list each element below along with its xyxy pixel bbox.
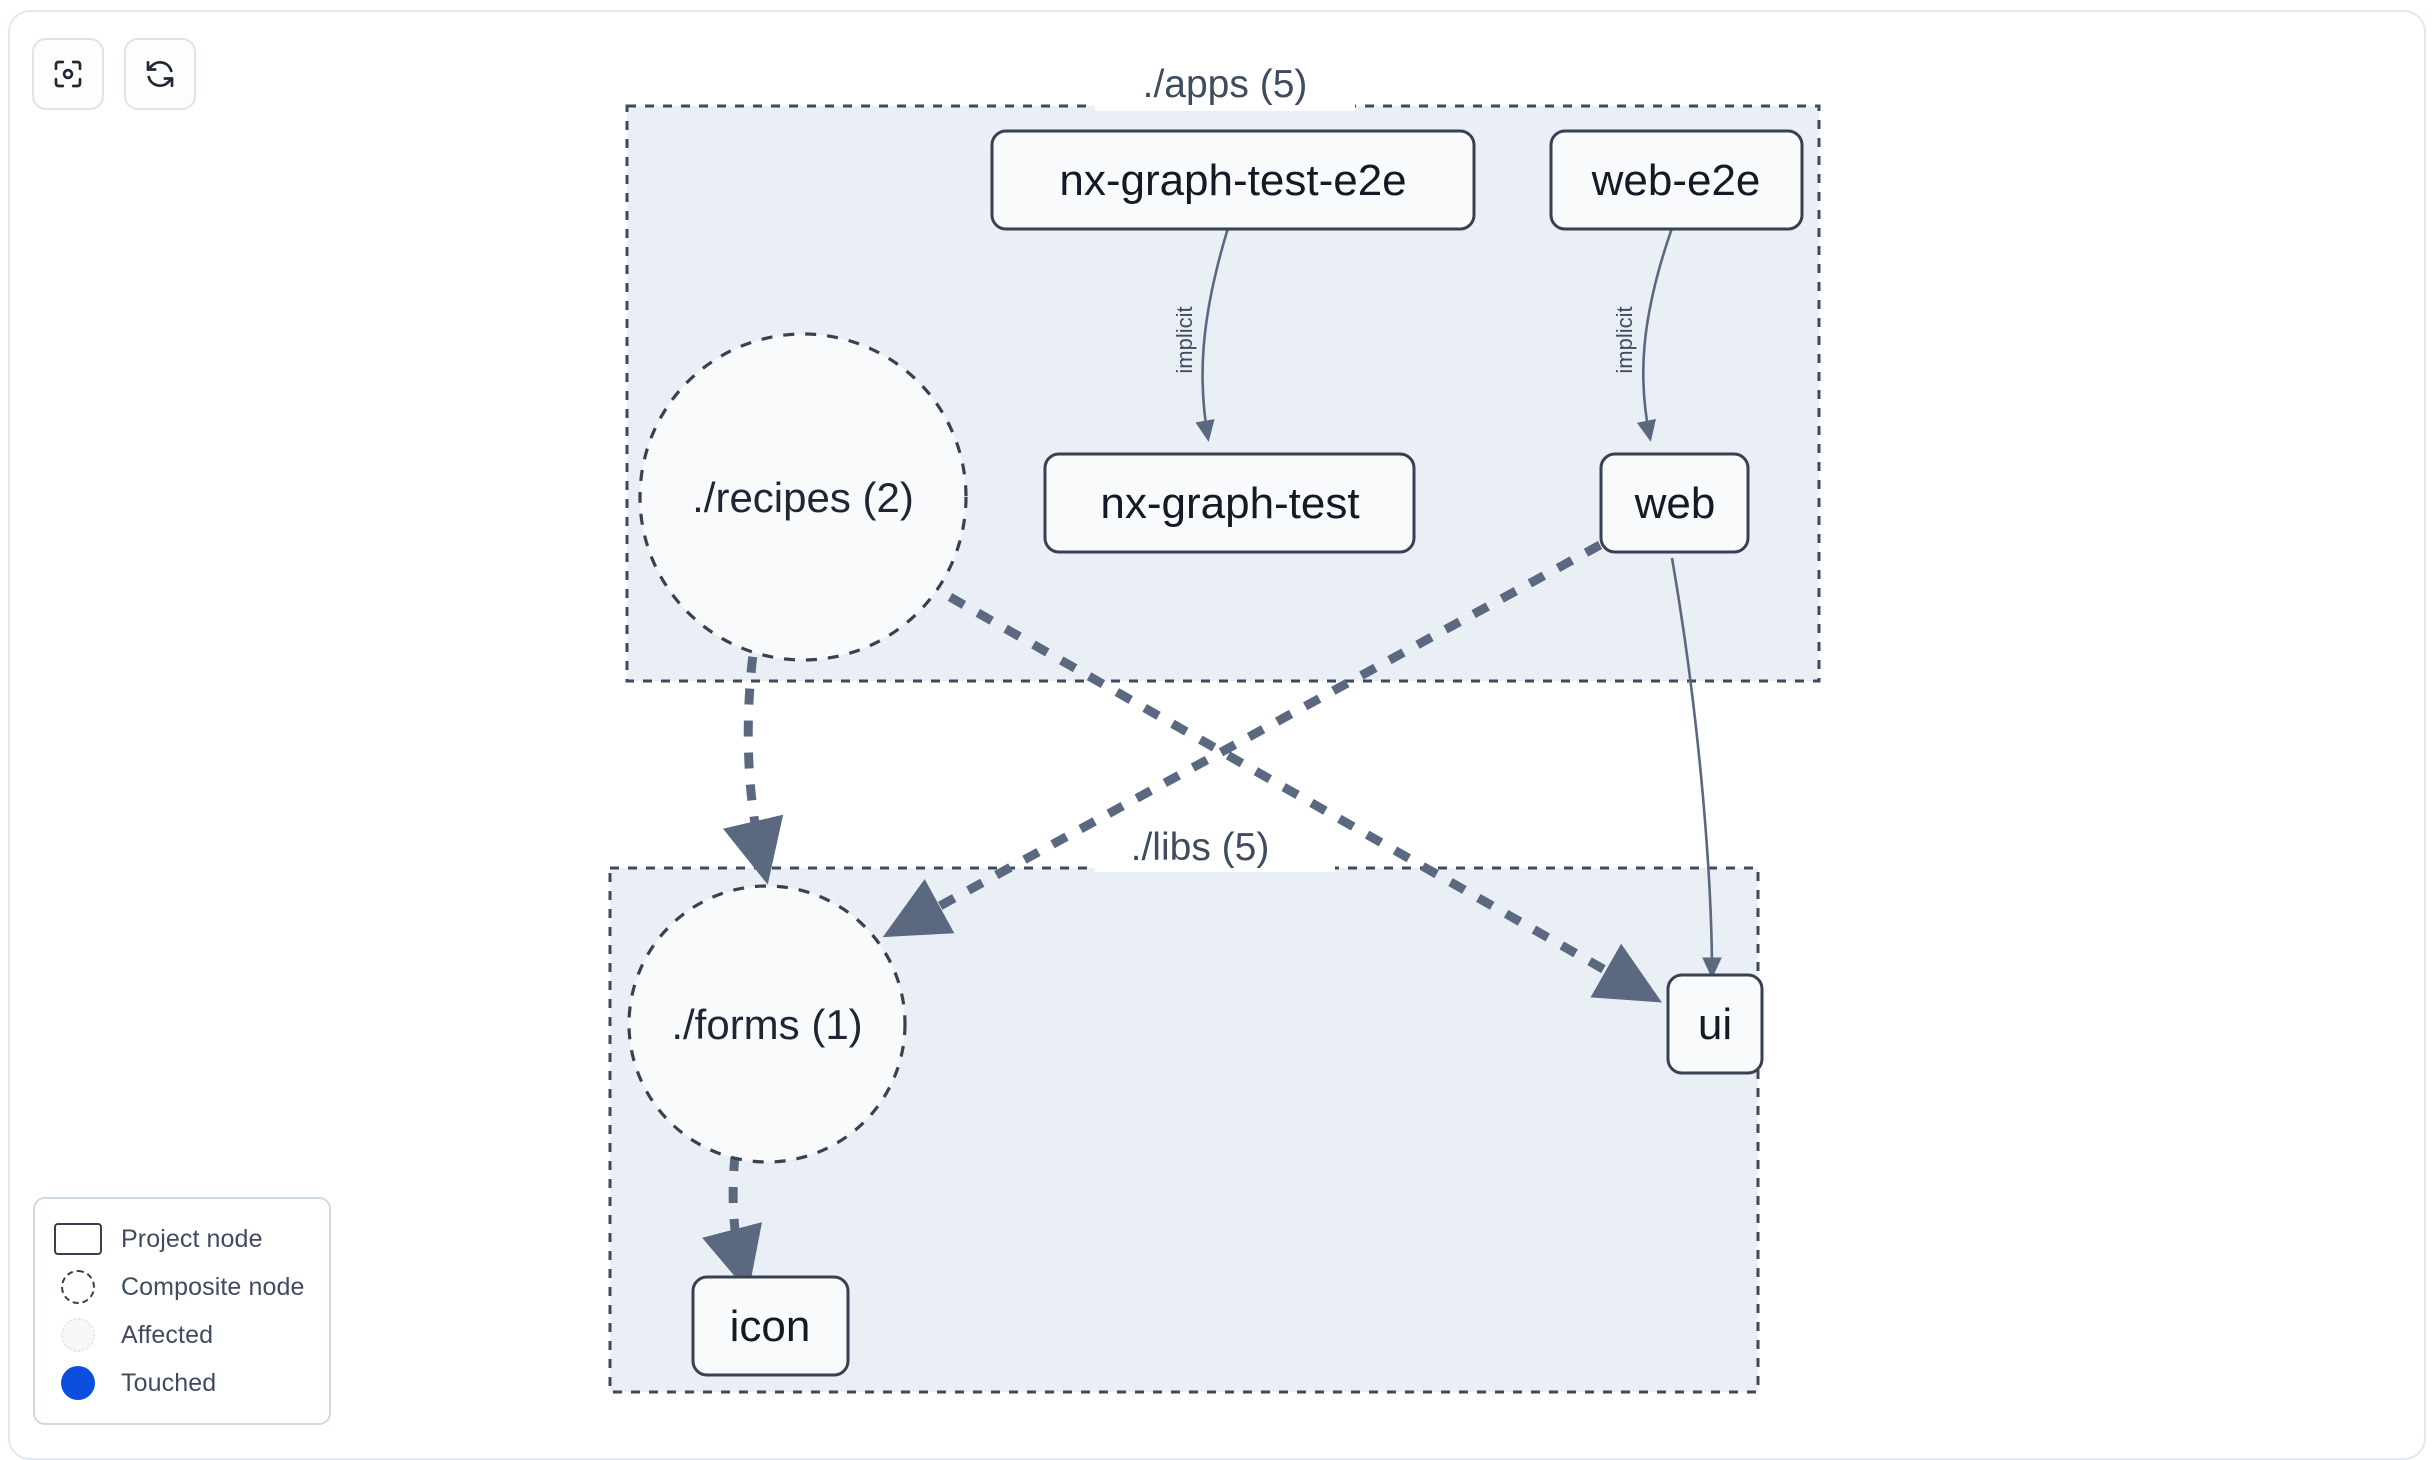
composite-node-circle[interactable] [638,332,968,662]
edge-nx-graph-test-e2e-to-nx-graph-test[interactable]: implicit [1172,227,1230,442]
legend-item-project-node: Project node [53,1215,311,1263]
refresh-graph-button[interactable] [124,38,196,110]
graph-toolbar [32,38,196,110]
project-node-label: nx-graph-test-e2e [1059,156,1406,205]
project-node-box[interactable] [990,129,1476,231]
legend-label: Touched [121,1368,217,1397]
focus-graph-button[interactable] [32,38,104,110]
group-apps-label-bg [1095,55,1355,111]
edge-web-to-ui[interactable] [1670,557,1722,979]
project-node-label: ui [1698,1000,1732,1049]
edge-path [702,1154,763,1293]
edge-path [1636,227,1674,442]
project-node-box[interactable] [691,1275,850,1377]
refresh-icon [142,56,178,92]
group-libs-label: ./libs (5) [1131,826,1270,869]
composite-node-circle[interactable] [627,884,907,1164]
focus-target-icon [50,56,86,92]
edge-recipes-to-ui[interactable] [947,593,1662,1003]
edge-path [1670,557,1722,979]
composite-node-forms[interactable]: ./forms (1) [627,884,907,1164]
edge-web-to-forms[interactable] [882,541,1603,938]
legend-label: Affected [121,1320,214,1349]
project-node-web[interactable]: web [1599,452,1750,554]
project-node-nx-graph-test[interactable]: nx-graph-test [1043,452,1416,554]
group-libs-label-bg [1095,818,1335,872]
composite-node-swatch [53,1270,103,1304]
composite-node-label: ./recipes (2) [692,474,914,521]
edge-forms-to-icon[interactable] [702,1154,763,1293]
edge-path [882,541,1603,938]
project-node-label: web [1634,479,1716,528]
edge-label-implicit-2: implicit [1612,306,1637,373]
project-node-label: web-e2e [1591,156,1761,205]
edge-recipes-to-forms[interactable] [722,624,784,885]
graph-edges: implicit implicit [702,227,1722,1293]
project-node-box[interactable] [1599,452,1750,554]
composite-node-label: ./forms (1) [671,1001,862,1048]
project-node-web-e2e[interactable]: web-e2e [1549,129,1804,231]
legend-label: Project node [121,1224,263,1253]
touched-node-swatch [53,1366,103,1400]
legend-item-composite-node: Composite node [53,1263,311,1311]
project-node-ui[interactable]: ui [1666,973,1764,1075]
project-node-swatch [53,1222,103,1256]
group-apps-label: ./apps (5) [1143,63,1308,106]
edge-path [1195,227,1230,442]
edge-path [722,624,784,885]
edge-path [947,593,1662,1003]
project-node-box[interactable] [1549,129,1804,231]
project-node-label: nx-graph-test [1100,479,1359,528]
project-node-box[interactable] [1666,973,1764,1075]
legend-label: Composite node [121,1272,305,1301]
edge-label-implicit-1: implicit [1172,306,1197,373]
legend-item-affected: Affected [53,1311,311,1359]
project-node-label: icon [730,1302,811,1351]
affected-node-swatch [53,1318,103,1352]
edge-web-e2e-to-web[interactable]: implicit [1612,227,1674,442]
project-node-icon[interactable]: icon [691,1275,850,1377]
project-node-box[interactable] [1043,452,1416,554]
graph-legend: Project node Composite node Affected Tou… [33,1197,331,1425]
project-node-nx-graph-test-e2e[interactable]: nx-graph-test-e2e [990,129,1476,231]
composite-node-recipes[interactable]: ./recipes (2) [638,332,968,662]
legend-item-touched: Touched [53,1359,311,1407]
